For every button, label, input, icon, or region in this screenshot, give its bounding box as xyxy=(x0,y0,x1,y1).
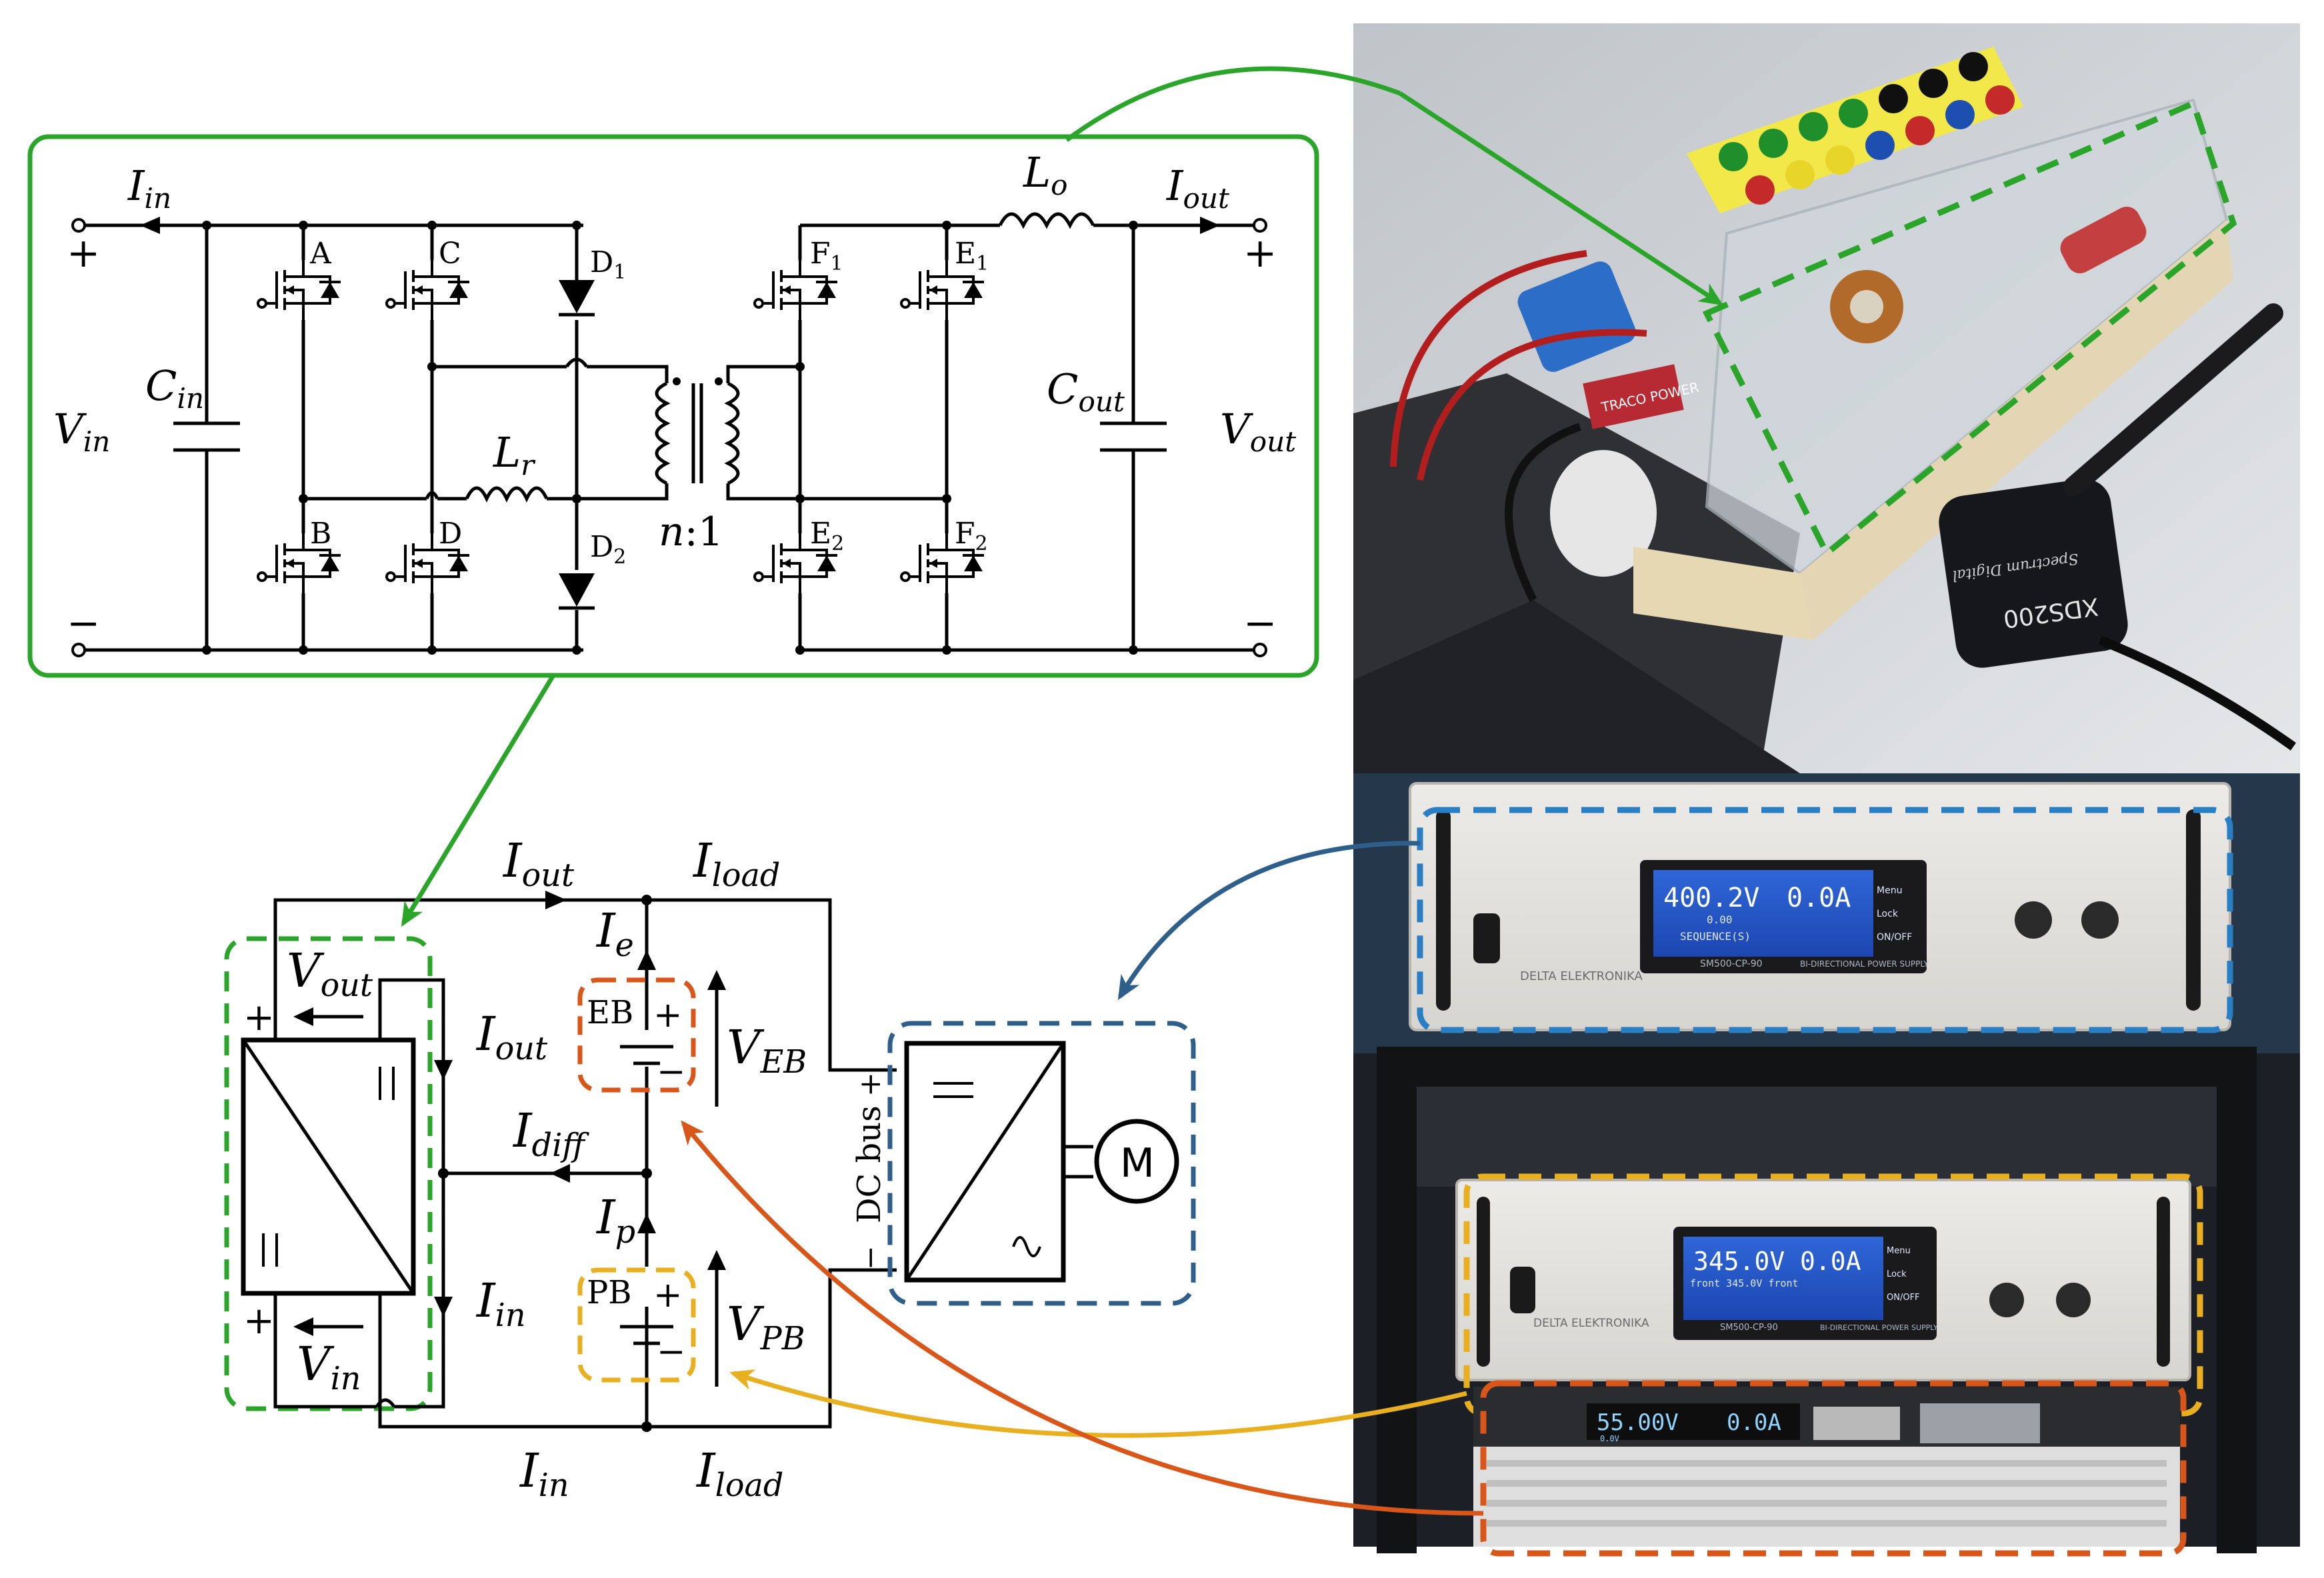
label-dc-bus: DC bus xyxy=(851,1105,888,1223)
label-sys-i-load-bottom: Iload xyxy=(695,1443,783,1504)
pb-dashed-box xyxy=(577,1267,696,1383)
label-motor: M xyxy=(1120,1140,1155,1187)
label-sys-i-p: Ip xyxy=(595,1190,635,1251)
label-switch-e1: E1 xyxy=(955,237,989,275)
link-green-prototype xyxy=(1399,91,1724,306)
label-dc-minus: − xyxy=(853,1245,887,1270)
link-green-top xyxy=(1065,66,1401,142)
label-switch-e2: E2 xyxy=(810,517,844,555)
label-i-out-top: Iout xyxy=(1166,161,1229,215)
middle-supply-menu-1: Lock xyxy=(1887,1269,1907,1279)
label-sys-plus-bottom: + xyxy=(243,1299,275,1343)
label-pb-plus: + xyxy=(653,1275,683,1315)
label-v-pb: VPB xyxy=(727,1297,805,1357)
middle-supply-knob-a xyxy=(2056,1283,2091,1317)
label-l-o: Lo xyxy=(1023,148,1068,201)
top-supply-model: SM500-CP-90 xyxy=(1700,959,1763,969)
label-sys-v-out: Vout xyxy=(287,943,373,1004)
converter-dashed-box xyxy=(224,936,433,1411)
label-sys-i-in-side: Iin xyxy=(475,1273,526,1334)
label-switch-b: B xyxy=(310,517,331,551)
top-supply-menu-1: Lock xyxy=(1877,909,1899,919)
middle-supply-menu-0: Menu xyxy=(1887,1246,1911,1256)
load-current: 0.0A xyxy=(1727,1409,1781,1436)
top-supply-menu-0: Menu xyxy=(1877,885,1902,896)
label-turns-ratio: n:1 xyxy=(659,509,723,555)
label-sys-v-in: Vin xyxy=(297,1337,361,1397)
middle-supply-switch xyxy=(1510,1267,1535,1313)
inverter-dashed-box xyxy=(887,1021,1196,1306)
label-plus-left: + xyxy=(67,230,100,277)
label-c-in: Cin xyxy=(145,361,204,415)
label-v-out: Vout xyxy=(1220,405,1296,458)
label-sys-i-e: Ie xyxy=(595,903,634,964)
top-supply-current: 0.0A xyxy=(1787,883,1851,913)
middle-supply-menu-2: ON/OFF xyxy=(1887,1293,1920,1303)
label-minus-right: − xyxy=(1243,600,1277,647)
label-eb-minus: − xyxy=(657,1052,686,1092)
label-plus-right: + xyxy=(1243,230,1277,277)
load-line2: 0.0V xyxy=(1600,1434,1619,1443)
top-supply-line2: 0.00 xyxy=(1707,913,1733,926)
label-v-eb: VEB xyxy=(727,1020,807,1081)
top-supply-brand: DELTA ELEKTRONIKA xyxy=(1520,969,1643,983)
label-eb-plus: + xyxy=(653,995,683,1035)
middle-supply-voltage: 345.0V xyxy=(1693,1247,1785,1276)
label-c-out: Cout xyxy=(1047,365,1125,418)
load-highlight xyxy=(1480,1380,2187,1557)
label-switch-d: D xyxy=(439,517,462,551)
link-orange xyxy=(681,1120,1484,1516)
link-green-system xyxy=(401,674,555,927)
label-pb-minus: − xyxy=(657,1332,686,1372)
top-supply-line3: SEQUENCE(S) xyxy=(1680,930,1751,943)
top-supply-knob-a xyxy=(2081,901,2119,939)
terminal-posts xyxy=(1719,52,2015,205)
label-eb: EB xyxy=(587,994,633,1031)
converter-frame xyxy=(27,134,1319,678)
prototype-photo: TRACO POWER XDS200 Spectrum Digital xyxy=(1353,23,2300,773)
label-dc-plus: + xyxy=(853,1072,887,1097)
system-schematic xyxy=(224,891,1196,1432)
label-sys-i-load-top: Iload xyxy=(692,833,780,894)
label-sys-i-in-bottom: Iin xyxy=(519,1443,569,1504)
label-d2: D2 xyxy=(590,530,626,569)
middle-supply-line2: front 345.0V front xyxy=(1690,1277,1799,1289)
xds200-module xyxy=(1939,479,2128,668)
load-voltage: 55.00V xyxy=(1597,1409,1679,1436)
top-supply-knob-v xyxy=(2015,901,2052,939)
middle-supply-tag: BI-DIRECTIONAL POWER SUPPLY xyxy=(1820,1323,1938,1332)
label-pb: PB xyxy=(587,1274,632,1311)
middle-supply-current: 0.0A xyxy=(1800,1247,1861,1276)
middle-supply-model: SM500-CP-90 xyxy=(1720,1323,1778,1333)
label-sys-plus-top: + xyxy=(243,996,275,1039)
top-supply-voltage: 400.2V xyxy=(1663,883,1760,913)
label-switch-a: A xyxy=(309,237,332,271)
label-i-in-top: Iin xyxy=(127,161,171,215)
middle-supply-brand: DELTA ELEKTRONIKA xyxy=(1533,1317,1649,1330)
label-d1: D1 xyxy=(590,245,626,284)
label-minus-left: − xyxy=(67,600,100,647)
middle-supply-knob-v xyxy=(1989,1283,2024,1317)
eb-dashed-box xyxy=(577,977,696,1093)
link-yellow xyxy=(729,1369,1467,1438)
link-blue xyxy=(1117,841,1421,1001)
rack-photo: 400.2V 0.0A 0.00 SEQUENCE(S) Menu Lock O… xyxy=(1353,773,2300,1557)
top-supply-highlight xyxy=(1417,807,2233,1033)
prototype-highlight xyxy=(1702,99,2237,559)
label-v-in: Vin xyxy=(53,405,110,458)
label-l-r: Lr xyxy=(493,428,536,481)
top-supply-tag: BI-DIRECTIONAL POWER SUPPLY xyxy=(1800,959,1929,969)
top-supply-menu-2: ON/OFF xyxy=(1877,932,1912,943)
top-supply-switch xyxy=(1473,913,1500,963)
motor-icon xyxy=(1094,1119,1179,1204)
label-switch-f1: F1 xyxy=(810,237,843,275)
converter-schematic xyxy=(71,212,1267,657)
label-switch-f2: F2 xyxy=(955,517,988,555)
label-sys-i-out-side: Iout xyxy=(475,1007,548,1067)
label-sys-i-out-top: Iout xyxy=(502,833,575,894)
label-switch-c: C xyxy=(439,237,461,271)
label-sys-i-diff: Idiff xyxy=(512,1103,589,1164)
